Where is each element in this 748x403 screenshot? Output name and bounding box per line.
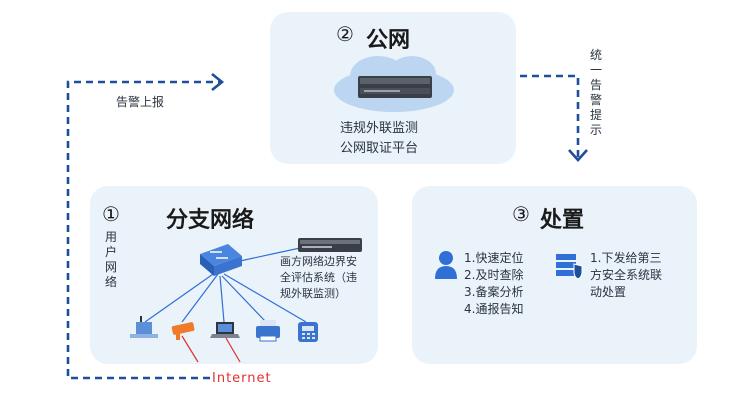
handling-panel: ③ 处置 1.快速定位 2.及时查除 3.备案分析 4.通报告知 1.下发给第三… — [412, 186, 697, 364]
camera-icon — [171, 322, 195, 340]
branch-title: 分支网络 — [166, 208, 255, 233]
printer-icon — [256, 320, 280, 342]
handle-list-2: 1.下发给第三 方安全系统联 动处置 — [590, 251, 663, 299]
public-title: 公网 — [366, 28, 411, 53]
alert-arrow-line — [520, 74, 580, 160]
device-label: 画方网络边界安 全评估系统（违 规外联监测） — [280, 255, 357, 300]
alert-arrowhead-icon — [568, 149, 588, 162]
internet-label: Internet — [212, 371, 272, 386]
report-arrowhead-icon — [211, 72, 225, 92]
user-icon — [435, 251, 457, 279]
handle-title: 处置 — [540, 208, 585, 233]
switch-icon — [200, 244, 242, 276]
alert-label: 统一告 警提示 — [589, 48, 602, 137]
user-network-label: 用户 网络 — [104, 230, 117, 289]
public-number: ② — [336, 22, 354, 46]
rack-server-icon — [298, 238, 362, 252]
public-line-1: 违规外联监测 — [340, 121, 419, 136]
report-label: 告警上报 — [116, 95, 165, 109]
branch-topology — [130, 238, 362, 363]
workstation-icon — [130, 316, 158, 338]
ip-phone-icon — [298, 322, 318, 342]
branch-number: ① — [102, 202, 120, 226]
laptop-icon — [210, 322, 240, 338]
branch-network-panel: ① 分支网络 用户 网络 — [90, 186, 378, 364]
handle-list-1: 1.快速定位 2.及时查除 3.备案分析 4.通报告知 — [464, 251, 524, 316]
handle-number: ③ — [512, 202, 530, 226]
public-network-panel: ② 公网 违规外联监测 公网取证平台 — [270, 12, 516, 164]
server-shield-icon — [556, 254, 583, 280]
public-line-2: 公网取证平台 — [340, 141, 419, 156]
cloud-server-icon — [334, 56, 454, 112]
report-arrow-line — [66, 80, 220, 380]
